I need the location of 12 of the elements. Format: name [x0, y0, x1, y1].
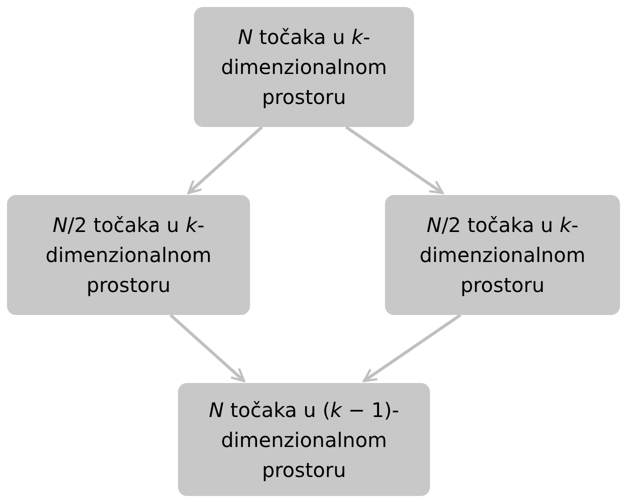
arrow [362, 314, 462, 382]
node-text: N točaka u (k − 1)-dimenzionalnom prostoru [208, 396, 400, 484]
process-box [7, 195, 250, 315]
arrow [187, 126, 263, 194]
process-box [385, 195, 620, 315]
arrow [170, 314, 246, 382]
process-box [194, 7, 414, 127]
node-text: N točaka u k-dimenzionalnom prostoru [220, 24, 388, 111]
arrow [345, 126, 444, 194]
process-box [178, 383, 430, 496]
node-text: N/2 točaka u k-dimenzionalnom prostoru [44, 212, 212, 299]
node-text: N/2 točaka u k-dimenzionalnom prostoru [418, 212, 586, 299]
